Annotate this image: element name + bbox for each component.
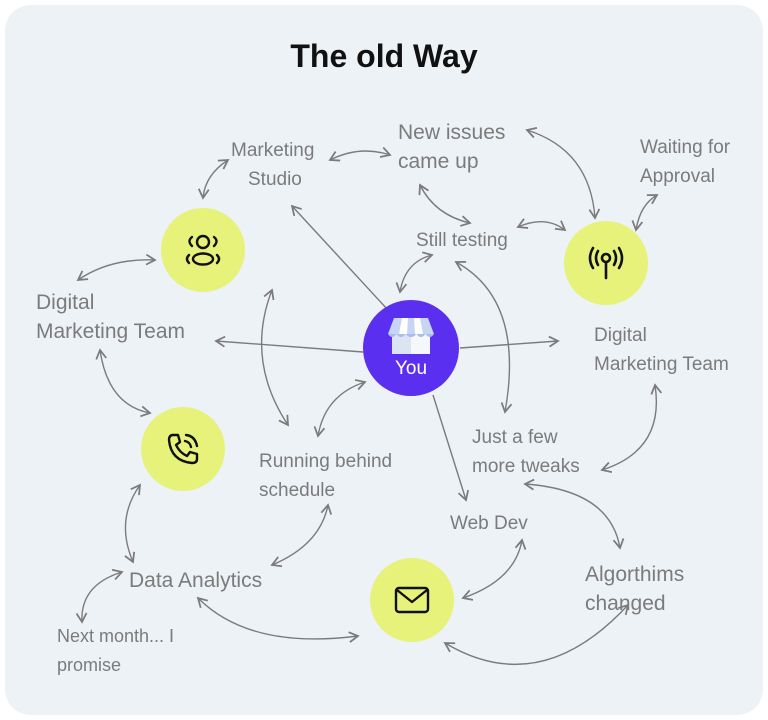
label-running-behind: Running behind schedule <box>259 447 392 505</box>
label-line: Marketing <box>231 140 315 161</box>
label-dmt-right: Digital Marketing Team <box>594 321 729 379</box>
label-line: Next month... I <box>57 626 175 646</box>
label-line: Just a few <box>472 427 558 448</box>
label-line: Digital <box>594 325 647 346</box>
label-web-dev: Web Dev <box>450 513 528 534</box>
phone-node <box>141 407 225 491</box>
email-node <box>370 558 454 642</box>
arrow-to-web-dev <box>432 394 470 502</box>
people-group-icon <box>185 234 221 266</box>
phone-call-icon <box>167 433 199 465</box>
storefront-icon <box>388 318 434 354</box>
label-line: Approval <box>640 166 715 187</box>
label-line: more tweaks <box>472 456 580 477</box>
label-line: Marketing Team <box>36 320 186 343</box>
label-data-analytics: Data Analytics <box>129 569 263 592</box>
label-dmt-left: Digital Marketing Team <box>36 288 185 346</box>
label-line: Digital <box>36 291 95 314</box>
label-new-issues: New issues came up <box>398 118 505 176</box>
label-still-testing: Still testing <box>416 230 508 251</box>
you-center-node: You <box>363 300 459 396</box>
label-algorithms: Algorthims changed <box>585 560 684 618</box>
label-marketing-studio: Marketing Studio <box>231 136 314 194</box>
label-line: changed <box>585 592 666 615</box>
arrow-to-dmt-left <box>214 335 364 353</box>
label-few-tweaks: Just a few more tweaks <box>472 423 580 481</box>
label-line: schedule <box>259 480 336 501</box>
label-line: Studio <box>248 169 302 190</box>
page-title: The old Way <box>290 38 478 74</box>
label-line: promise <box>57 655 122 675</box>
label-next-month: Next month... I promise <box>57 622 174 680</box>
label-waiting-approval: Waiting for Approval <box>640 133 730 191</box>
label-line: Running behind <box>259 451 393 472</box>
you-label: You <box>394 358 428 379</box>
label-line: Waiting for <box>640 137 731 158</box>
label-line: Marketing Team <box>594 354 729 375</box>
arrow-to-marketing-studio <box>290 204 389 311</box>
team-node <box>161 208 245 292</box>
label-line: came up <box>398 150 479 173</box>
antenna-signal-icon <box>588 246 624 280</box>
mail-icon <box>394 586 430 614</box>
label-line: New issues <box>398 121 506 144</box>
approval-node <box>564 221 648 305</box>
label-line: Algorthims <box>585 563 685 586</box>
